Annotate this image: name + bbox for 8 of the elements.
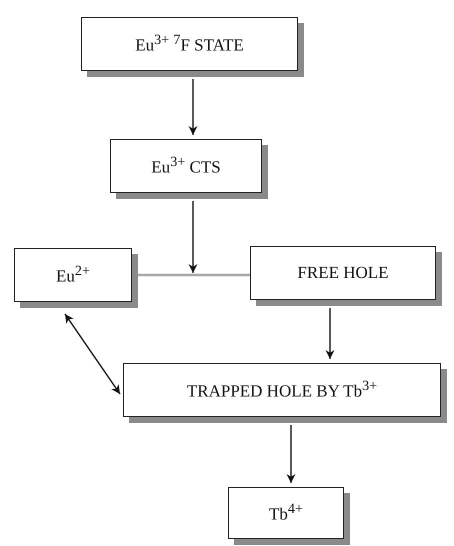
- state-label: FREE HOLE: [297, 263, 389, 283]
- state-label: TRAPPED HOLE BY Tb$^{3+}$: [186, 378, 378, 402]
- state-label: Eu$^{2+}$: [56, 263, 90, 287]
- state-label: Eu$^{3+}$ $^{7}$F STATE: [135, 32, 244, 56]
- arrow: [64, 314, 121, 394]
- state-label: Tb$^{4+}$: [269, 501, 303, 525]
- arrow: [286, 425, 296, 483]
- state-label: Eu$^{3+}$ CTS: [151, 154, 221, 178]
